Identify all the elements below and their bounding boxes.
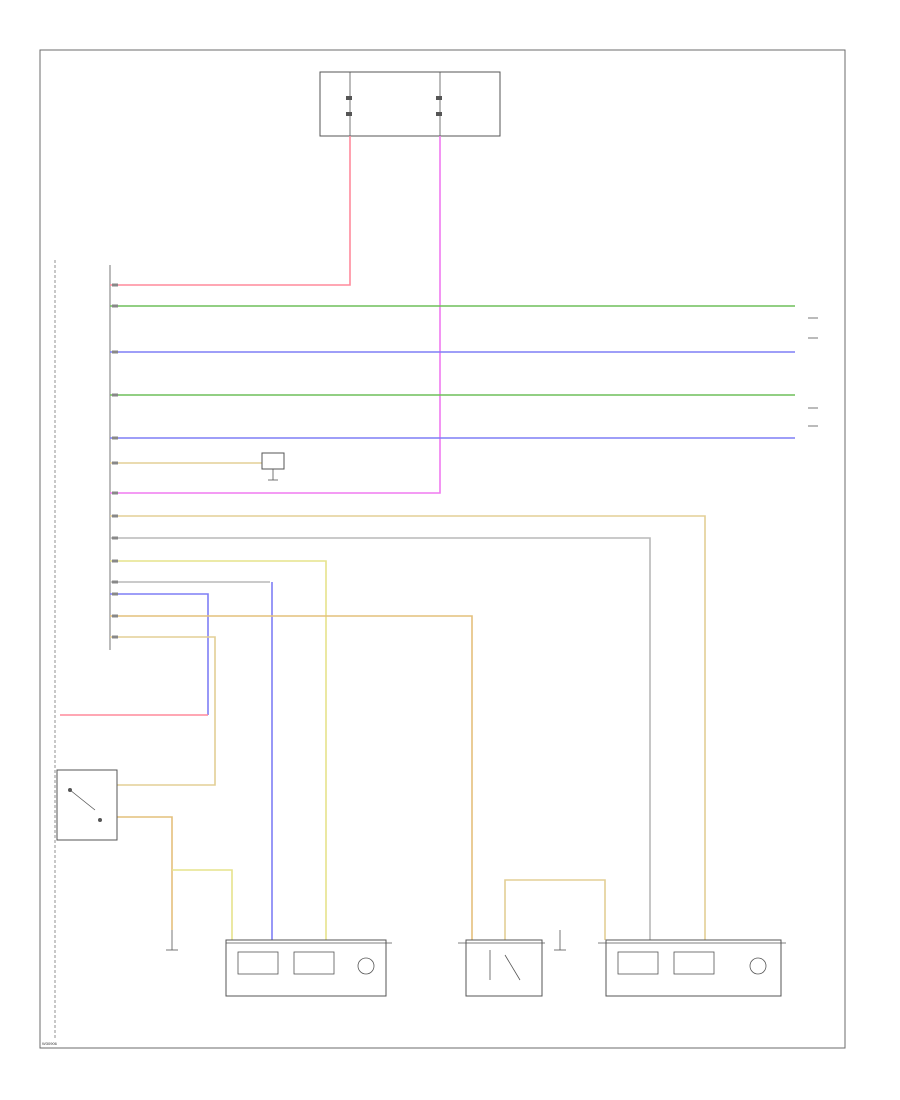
terminal-marker xyxy=(112,393,118,397)
wire-blue-loop xyxy=(110,593,209,715)
left-switch-box xyxy=(56,769,118,841)
terminal-marker xyxy=(112,304,118,308)
terminal-marker xyxy=(112,536,118,540)
wire-tan-long xyxy=(110,515,706,940)
wire-red-power xyxy=(110,136,351,286)
terminal-marker xyxy=(112,491,118,495)
left-front-door-lock-actuator xyxy=(598,939,786,997)
terminal-marker xyxy=(112,592,118,596)
wire-gray-long xyxy=(110,537,651,940)
terminal-group xyxy=(112,283,118,639)
wire-yellow-lower xyxy=(172,869,233,940)
terminal-marker xyxy=(112,635,118,639)
wire-orange-mid xyxy=(110,615,473,940)
footer-code: W30906 xyxy=(42,1041,58,1046)
terminal-marker xyxy=(112,350,118,354)
right-side-components xyxy=(808,317,818,427)
wire-orange-left-switch xyxy=(117,816,173,930)
top-fuse-box xyxy=(319,71,501,137)
right-front-door-lock-actuator xyxy=(225,939,392,997)
wire-tan-center xyxy=(504,879,606,940)
ground-symbol-lower-left xyxy=(166,930,178,951)
wire-pink-power xyxy=(110,136,441,494)
terminal-marker xyxy=(112,614,118,618)
wire-group xyxy=(60,136,795,940)
wire-tan-left-switch xyxy=(110,636,216,786)
diagram-frame xyxy=(39,49,846,1049)
ground-symbol-lower-middle xyxy=(554,930,566,951)
terminal-marker xyxy=(112,283,118,287)
terminal-marker xyxy=(112,559,118,563)
terminal-marker xyxy=(112,436,118,440)
ground-symbol-upper xyxy=(261,452,285,481)
terminal-marker xyxy=(112,580,118,584)
left-rear-door-lock-switch xyxy=(458,939,545,997)
terminal-marker xyxy=(112,514,118,518)
terminal-marker xyxy=(112,461,118,465)
wire-yellow xyxy=(110,560,327,940)
